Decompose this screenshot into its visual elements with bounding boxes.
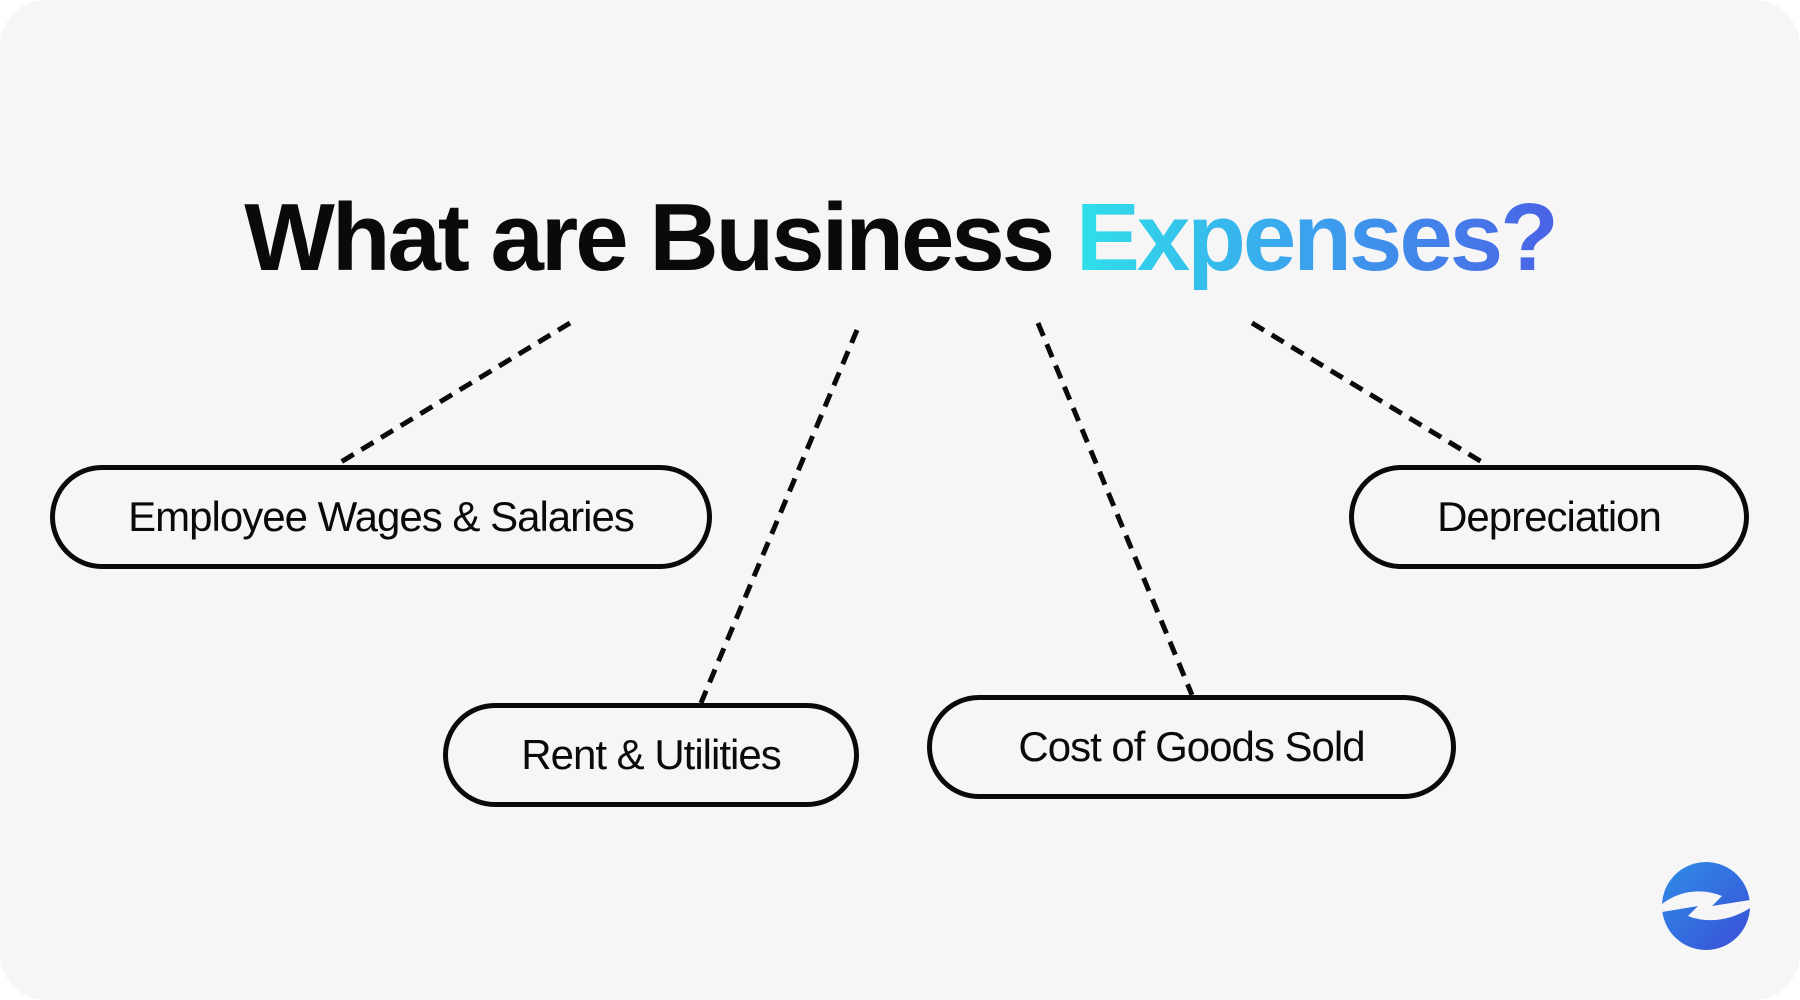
- connector-rent: [698, 329, 860, 704]
- diagram-title: What are Business Expenses?: [0, 182, 1800, 294]
- node-cost-of-goods: Cost of Goods Sold: [927, 695, 1456, 799]
- node-label: Depreciation: [1437, 493, 1662, 540]
- title-accent: Expenses?: [1075, 184, 1559, 291]
- node-depreciation: Depreciation: [1349, 465, 1749, 569]
- brand-logo-icon: [1662, 862, 1750, 950]
- node-rent-utilities: Rent & Utilities: [443, 703, 859, 807]
- node-label: Employee Wages & Salaries: [128, 493, 635, 540]
- connector-depreciation: [1250, 320, 1489, 468]
- node-label: Rent & Utilities: [521, 731, 781, 778]
- title-main: What are Business: [244, 184, 1076, 291]
- node-employee-wages: Employee Wages & Salaries: [50, 465, 712, 569]
- connector-cogs: [1035, 322, 1195, 696]
- node-label: Cost of Goods Sold: [1018, 723, 1365, 770]
- connector-wages: [334, 320, 572, 468]
